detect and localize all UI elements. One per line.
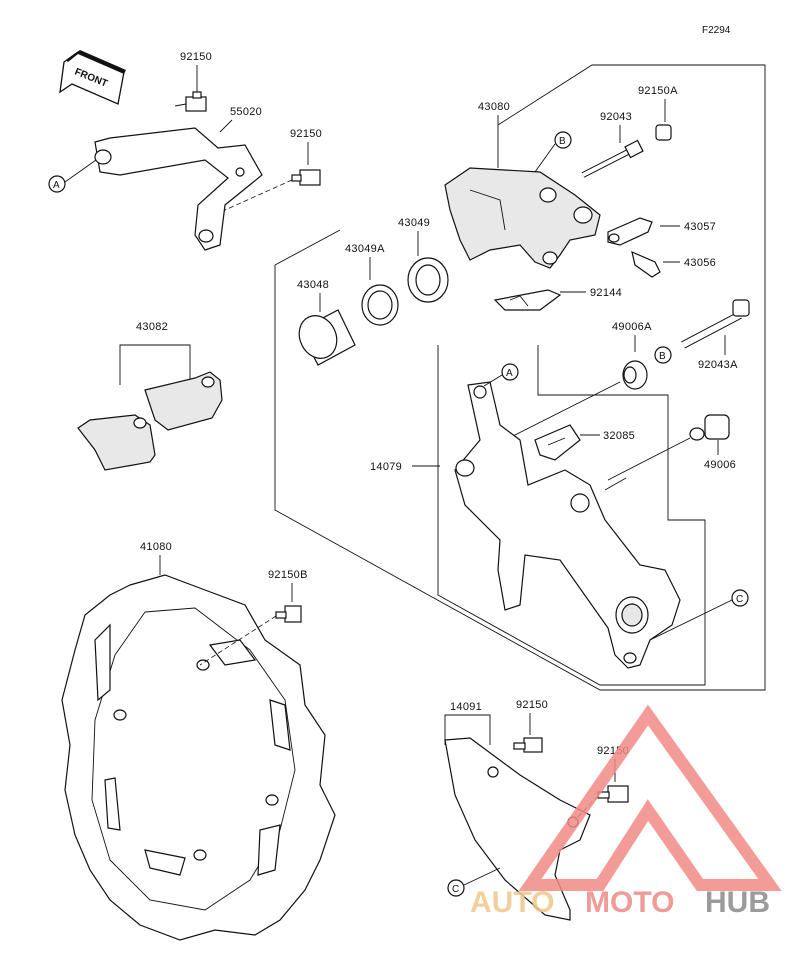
callout-b-caliper	[554, 131, 572, 149]
clip-92144-icon	[493, 289, 562, 311]
label-92150-guard: 92150	[516, 699, 548, 711]
watermark-hub: HUB	[705, 886, 770, 919]
callout-c-bracket	[731, 589, 749, 607]
label-92043A: 92043A	[698, 359, 738, 371]
label-43082: 43082	[136, 321, 168, 333]
label-43048: 43048	[297, 279, 329, 291]
label-55020: 55020	[230, 106, 262, 118]
bracket-55020	[94, 127, 263, 251]
callout-c-guard	[447, 879, 465, 897]
figure-code: F2294	[702, 25, 731, 36]
label-92150-top: 92150	[180, 51, 212, 63]
label-43056: 43056	[684, 257, 716, 269]
boot-49006A-icon	[622, 360, 648, 390]
label-92150B: 92150B	[268, 569, 308, 581]
bleeder-43056-icon	[631, 250, 661, 278]
callout-b-pin	[654, 346, 672, 364]
spring-43057-icon	[607, 217, 653, 246]
callout-c-bracket-text: C	[736, 594, 743, 605]
label-41080: 41080	[140, 541, 172, 553]
callout-a-bracket2-text: A	[506, 368, 513, 379]
seal-43049-icon	[407, 257, 449, 303]
callout-a-bracket-text: A	[53, 180, 60, 191]
label-92150-mid: 92150	[290, 128, 322, 140]
callout-b-pin-text: B	[659, 351, 666, 362]
boot-49006-icon	[689, 414, 730, 441]
label-49006: 49006	[704, 459, 736, 471]
caliper-43080	[444, 167, 601, 269]
label-43049A: 43049A	[345, 243, 385, 255]
bolt-92150B-icon	[275, 605, 302, 623]
bolt-92150-guard2-icon	[597, 785, 629, 803]
seal-43049A-icon	[361, 284, 399, 326]
clip-32085-icon	[534, 424, 581, 461]
label-43057: 43057	[684, 221, 716, 233]
bolt-92150-mid-icon	[291, 169, 321, 186]
bolt-92150-top-icon	[174, 91, 207, 112]
front-arrow-icon: FRONT	[59, 50, 126, 105]
pad-43082-rear	[144, 371, 223, 431]
bracket-14079	[454, 381, 681, 669]
label-32085: 32085	[603, 430, 635, 442]
watermark-moto: MOTO	[585, 886, 674, 919]
label-92144: 92144	[590, 287, 622, 299]
label-92150A: 92150A	[638, 85, 678, 97]
pad-43082-front	[77, 414, 156, 471]
watermark: AUTO MOTO HUB	[470, 704, 782, 919]
caliper-subgroup-outline	[437, 345, 706, 686]
piston-43048-icon	[298, 309, 356, 366]
pin-92043A-icon	[681, 299, 750, 349]
label-49006A: 49006A	[612, 321, 652, 333]
brake-disc-41080	[61, 574, 336, 941]
callout-b-caliper-text: B	[559, 136, 566, 147]
bolt-92150-guard-icon	[513, 737, 543, 753]
label-92043: 92043	[600, 111, 632, 123]
cap-92150A-icon	[655, 124, 672, 141]
label-14079: 14079	[370, 461, 402, 473]
callout-c-guard-text: C	[452, 884, 459, 895]
label-43049: 43049	[398, 217, 430, 229]
callout-a-bracket	[48, 175, 66, 193]
pin-92043-icon	[581, 139, 644, 178]
label-43080: 43080	[478, 101, 510, 113]
watermark-auto: AUTO	[470, 886, 554, 919]
label-14091: 14091	[450, 701, 482, 713]
callout-a-bracket2	[501, 363, 519, 381]
watermark-triangle-icon	[518, 704, 782, 891]
assembly-outline	[274, 64, 766, 691]
